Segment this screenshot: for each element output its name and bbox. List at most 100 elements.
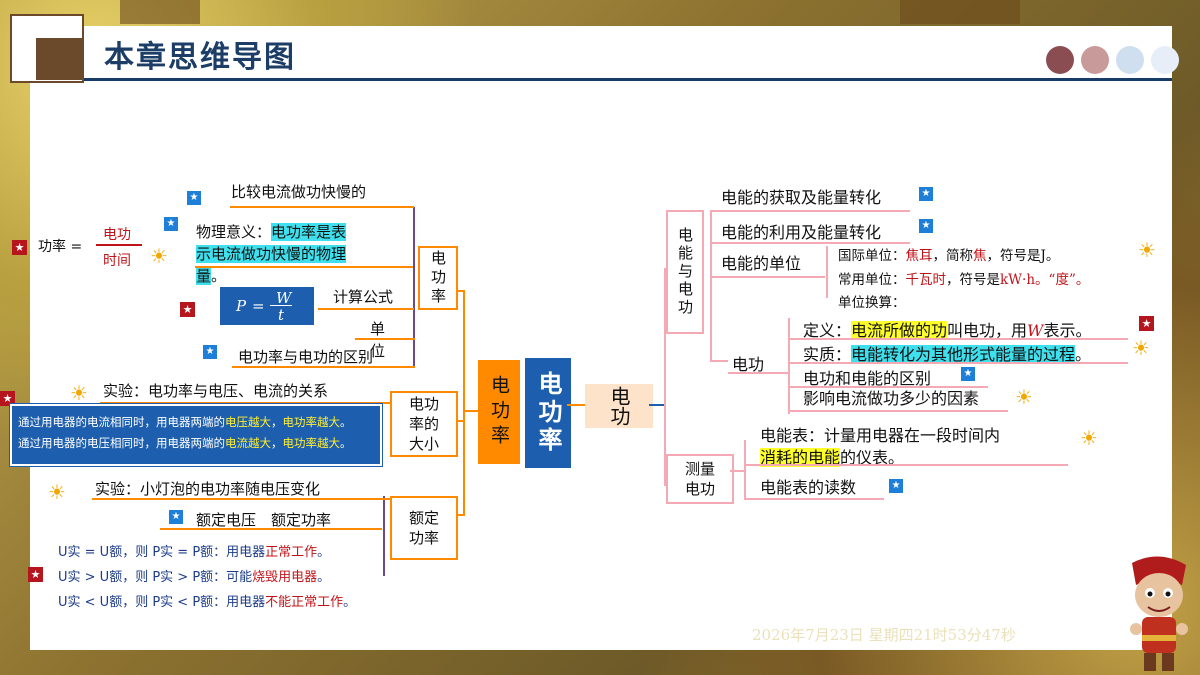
sun-icon: ☀ xyxy=(48,480,66,504)
connector xyxy=(649,404,665,406)
underline xyxy=(92,498,390,500)
energy-get-text: 电能的获取及能量转化 xyxy=(721,188,882,207)
underline xyxy=(318,308,414,310)
page-title: 本章思维导图 xyxy=(104,40,296,75)
calc-formula-text: 计算公式 xyxy=(333,288,394,306)
background-stripe xyxy=(900,0,1020,24)
rated-rule-1: U实 = U额，则 P实 = P额：用电器正常工作。 xyxy=(58,545,331,560)
star-icon: ★ xyxy=(186,190,202,206)
work-diff-text: 电功和电能的区别 xyxy=(803,369,932,388)
star-icon: ★ xyxy=(168,509,184,525)
connector xyxy=(455,290,465,292)
fraction-bar xyxy=(96,244,142,246)
background-stripe xyxy=(120,0,200,24)
work-def-text: 定义：电流所做的功叫电功，用W表示。 xyxy=(803,321,1092,340)
connector xyxy=(383,496,385,576)
rated-experiment-text: 实验：小灯泡的电功率随电压变化 xyxy=(95,480,321,498)
decor-dot xyxy=(1081,46,1109,74)
decor-dot xyxy=(1046,46,1074,74)
work-factors-text: 影响电流做功多少的因素 xyxy=(803,389,980,408)
underline xyxy=(160,528,382,530)
common-unit-text: 常用单位：千瓦时，符号是kW·h。“度”。 xyxy=(838,272,1090,288)
sun-icon: ☀ xyxy=(70,381,88,405)
energy-use-text: 电能的利用及能量转化 xyxy=(721,223,882,242)
underline xyxy=(195,266,413,268)
node-energy[interactable]: 电能与电功 xyxy=(666,210,704,334)
unit-text: 单位 xyxy=(370,320,386,360)
node-work-center[interactable]: 电功 xyxy=(585,384,653,428)
meaning-text: 物理意义：电功率是表示电流做功快慢的物理量。 xyxy=(196,223,347,285)
underline xyxy=(100,402,390,404)
work-node[interactable]: 电功 xyxy=(732,355,765,374)
underline xyxy=(232,366,415,368)
node-size[interactable]: 电功率的大小 xyxy=(390,391,458,457)
connector xyxy=(826,246,828,298)
meter-text: 电能表：计量用电器在一段时间内消耗的电能的仪表。 xyxy=(760,426,1001,467)
underline xyxy=(710,276,825,278)
important-star-icon: ★ xyxy=(1139,316,1154,331)
work-essence-text: 实质：电能转化为其他形式能量的过程。 xyxy=(803,345,1092,364)
node-definition[interactable]: 电功率 xyxy=(418,246,458,310)
underline xyxy=(355,338,415,340)
underline xyxy=(744,498,884,500)
node-measure[interactable]: 测量电功 xyxy=(666,454,734,504)
underline xyxy=(230,206,414,208)
star-icon: ★ xyxy=(918,186,934,202)
connector xyxy=(567,404,585,406)
underline xyxy=(728,372,788,374)
connector xyxy=(788,318,790,414)
underline xyxy=(710,210,910,212)
datetime-text: 2026年7月23日 星期四21时53分47秒 xyxy=(752,626,1016,644)
important-star-icon: ★ xyxy=(28,567,43,582)
underline xyxy=(744,464,1068,466)
important-star-icon: ★ xyxy=(0,391,15,406)
formula-left-num: 电功 xyxy=(103,227,131,243)
star-icon: ★ xyxy=(888,478,904,494)
compare-text: 比较电流做功快慢的 xyxy=(231,183,367,201)
experiment-text: 实验：电功率与电压、电流的关系 xyxy=(103,382,329,400)
underline xyxy=(788,410,1008,412)
formula-box: P = W t xyxy=(220,287,314,325)
title-decor xyxy=(36,38,84,80)
connector xyxy=(463,410,478,412)
sun-icon: ☀ xyxy=(1015,385,1033,409)
connector xyxy=(413,207,415,367)
star-icon: ★ xyxy=(960,366,976,382)
si-unit-text: 国际单位：焦耳，简称焦，符号是J。 xyxy=(838,248,1060,264)
connector xyxy=(455,514,465,516)
sun-icon: ☀ xyxy=(150,244,168,268)
star-icon: ★ xyxy=(918,218,934,234)
underline xyxy=(710,242,910,244)
cartoon-character xyxy=(1130,556,1188,671)
connector xyxy=(463,290,465,514)
meter-reading-text: 电能表的读数 xyxy=(760,478,857,497)
node-power-center[interactable]: 电功率 xyxy=(525,358,571,468)
underline xyxy=(788,386,988,388)
tip-box: 通过用电器的电流相同时，用电器两端的电压越大，电功率越大。 通过用电器的电压相同… xyxy=(10,404,382,466)
rated-rule-2: U实 > U额，则 P实 > P额：可能烧毁用电器。 xyxy=(58,570,331,585)
title-bar xyxy=(70,26,1172,81)
star-icon: ★ xyxy=(163,216,179,232)
connector xyxy=(664,268,666,484)
underline xyxy=(788,362,1128,364)
decor-dot xyxy=(1116,46,1144,74)
sun-icon: ☀ xyxy=(1138,238,1156,262)
diff-text: 电功率与电功的区别 xyxy=(238,348,374,366)
connector xyxy=(744,440,746,500)
underline xyxy=(788,338,1128,340)
important-star-icon: ★ xyxy=(12,240,27,255)
formula-left-label: 功率 = xyxy=(38,239,83,255)
node-power-orange[interactable]: 电功率 xyxy=(478,360,520,464)
decor-dot xyxy=(1151,46,1179,74)
connector xyxy=(730,470,744,472)
node-rated[interactable]: 额定功率 xyxy=(390,496,458,560)
rated-text: 额定电压 额定功率 xyxy=(196,511,332,529)
sun-icon: ☀ xyxy=(1080,426,1098,450)
connector xyxy=(710,210,712,360)
sun-icon: ☀ xyxy=(1132,336,1150,360)
rated-rule-3: U实 < U额，则 P实 < P额：用电器不能正常工作。 xyxy=(58,595,357,610)
energy-unit-node[interactable]: 电能的单位 xyxy=(721,254,802,273)
formula-left-den: 时间 xyxy=(103,253,131,269)
convert-text: 单位换算： xyxy=(838,295,906,311)
star-icon: ★ xyxy=(202,344,218,360)
